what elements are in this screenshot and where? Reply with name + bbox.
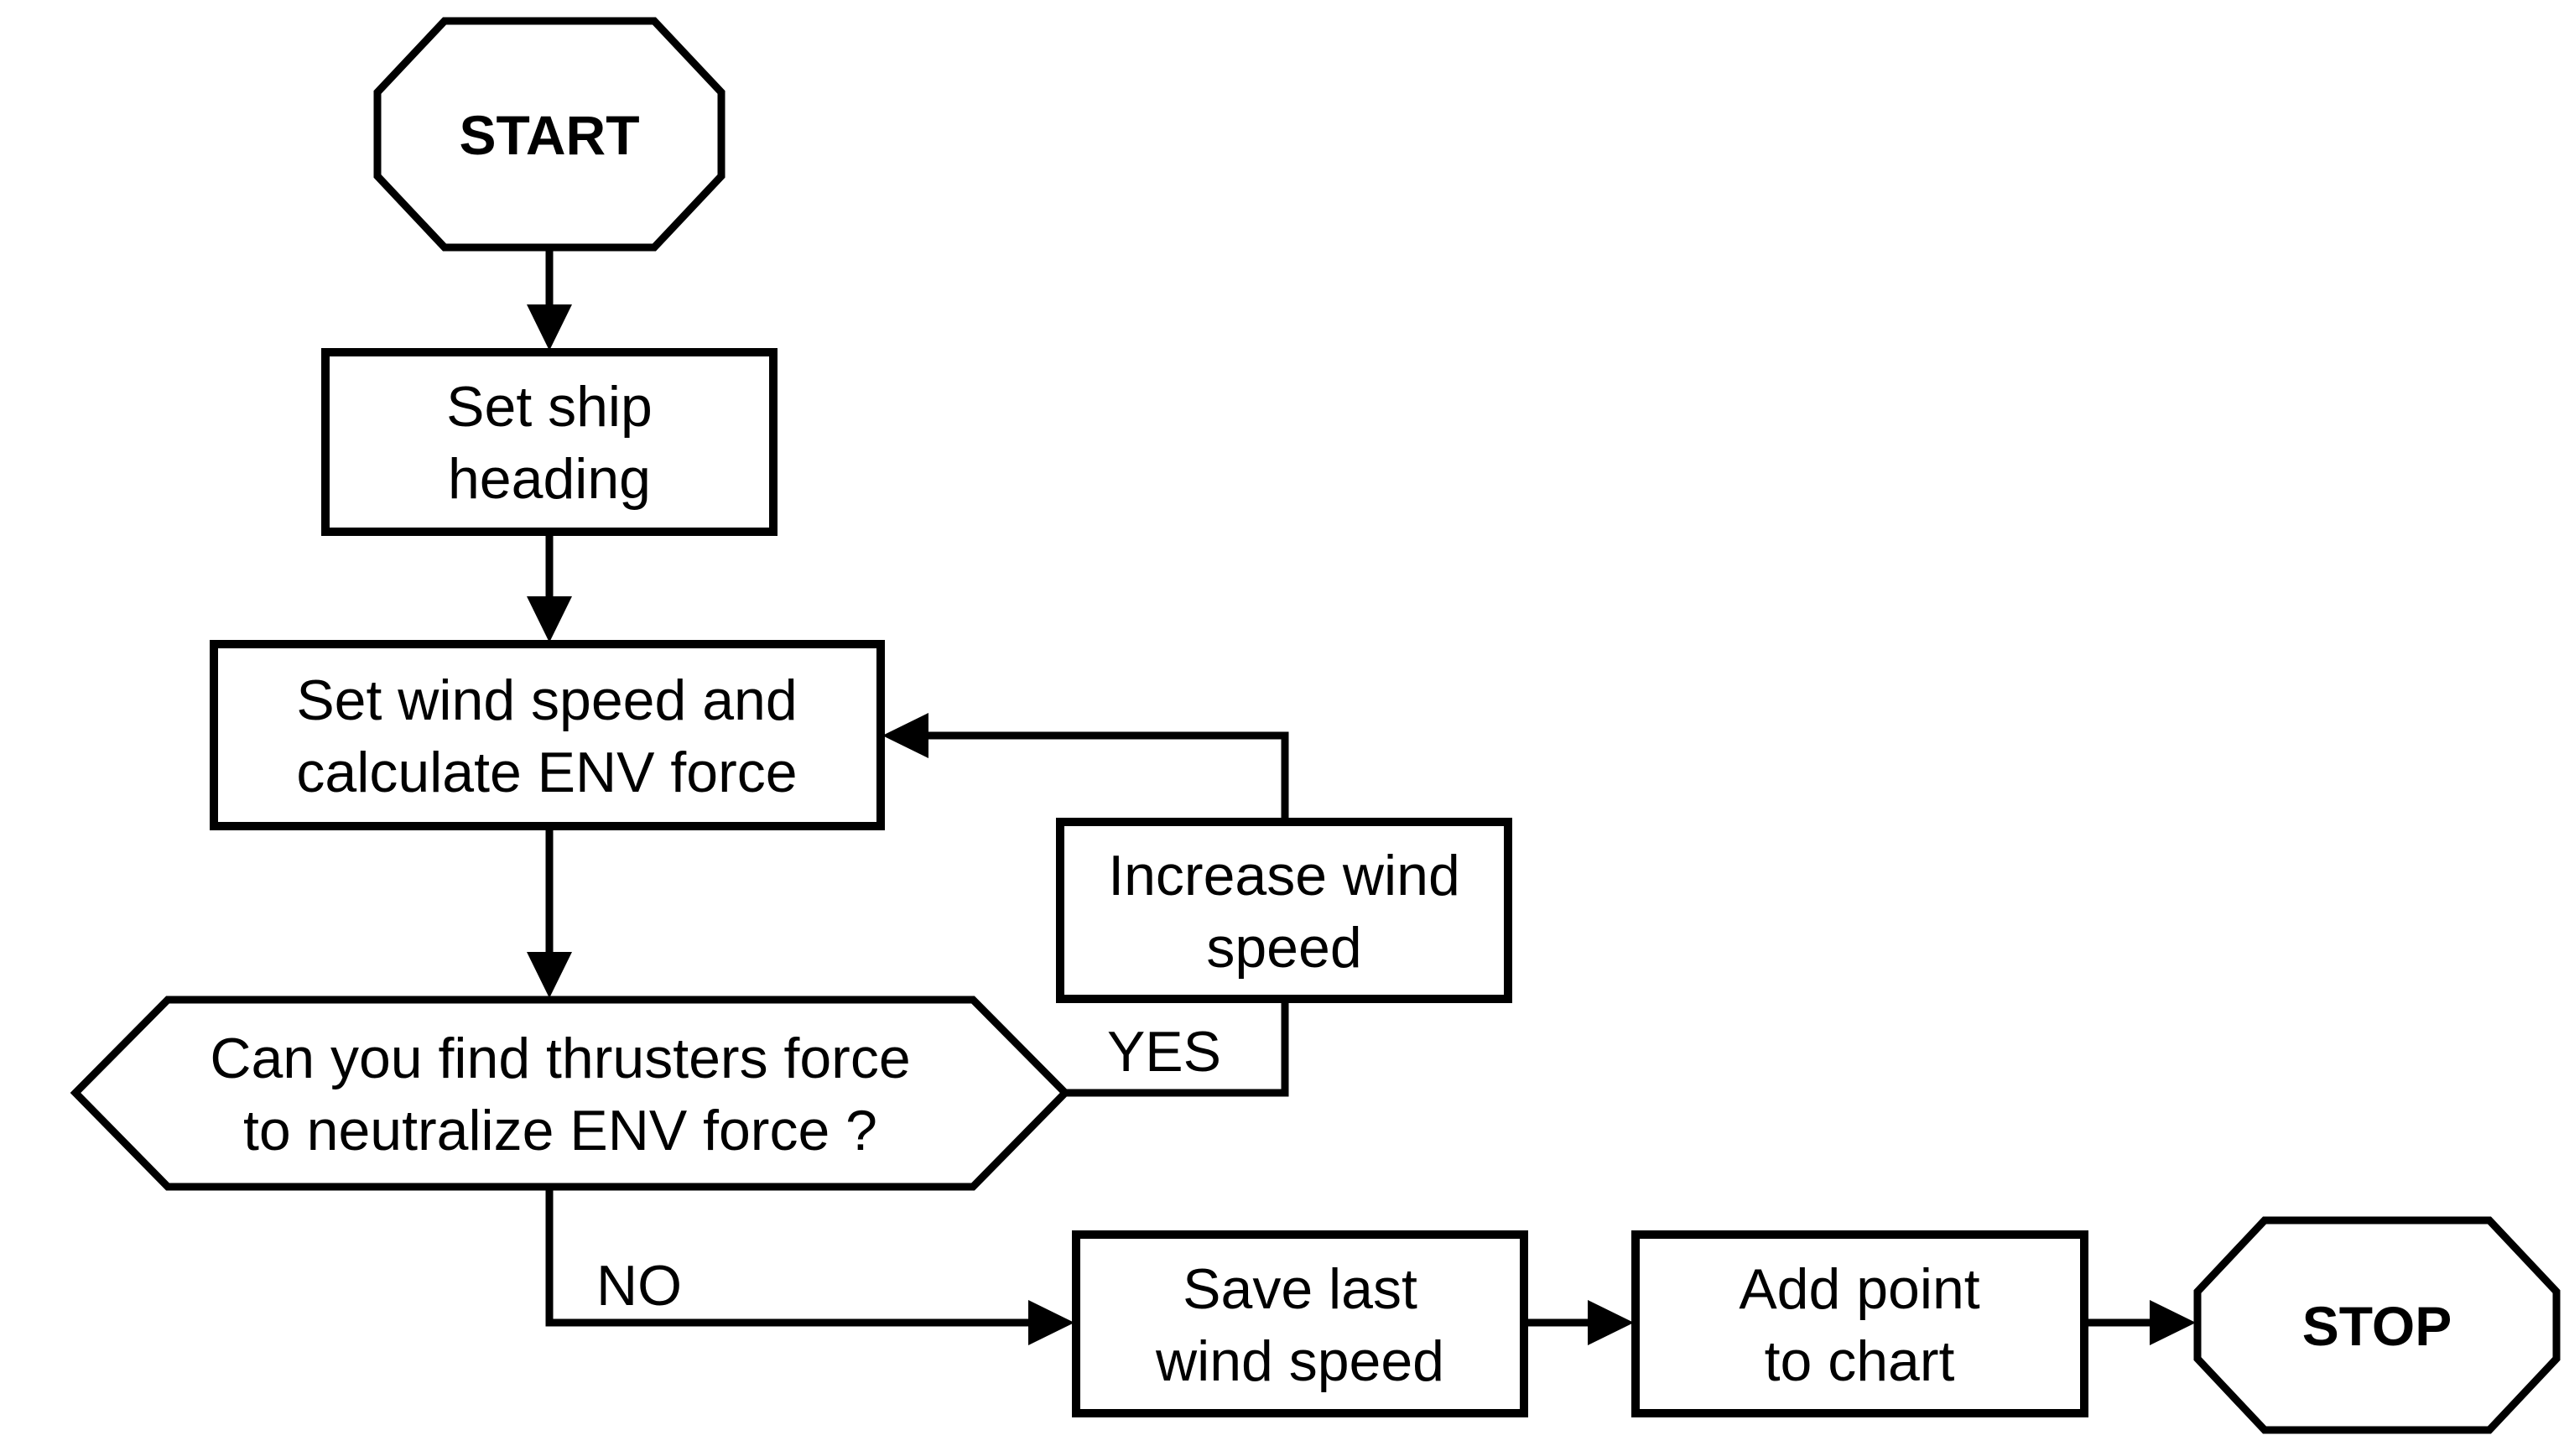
edge-set-heading-to-set-wind bbox=[527, 528, 572, 642]
save-last-wind-speed-line2: wind speed bbox=[1155, 1329, 1444, 1393]
arrowhead-left-icon bbox=[882, 713, 928, 758]
arrowhead-right-icon bbox=[1028, 1300, 1074, 1345]
decision-line1: Can you find thrusters force bbox=[210, 1027, 910, 1090]
no-branch-label: NO bbox=[596, 1254, 682, 1318]
edge-start-to-set-heading bbox=[527, 244, 572, 351]
save-last-wind-speed-line1: Save last bbox=[1183, 1257, 1417, 1321]
set-ship-heading-box bbox=[321, 348, 778, 536]
save-last-wind-speed-box bbox=[1072, 1230, 1528, 1417]
edge-set-wind-to-decision bbox=[527, 823, 572, 998]
set-ship-heading-line1: Set ship bbox=[446, 375, 653, 439]
decision-hexagon bbox=[70, 996, 1071, 1191]
start-terminator-octagon bbox=[373, 17, 726, 252]
arrowhead-down-icon bbox=[527, 596, 572, 642]
set-wind-speed-box bbox=[210, 640, 885, 830]
arrowhead-down-icon bbox=[527, 952, 572, 998]
set-wind-speed-line1: Set wind speed and bbox=[296, 668, 797, 732]
arrowhead-right-icon bbox=[2150, 1300, 2196, 1345]
increase-wind-speed-line1: Increase wind bbox=[1108, 844, 1460, 907]
stop-terminator-octagon bbox=[2193, 1216, 2561, 1434]
add-point-to-chart-line1: Add point bbox=[1739, 1257, 1979, 1321]
edge-add-to-stop bbox=[2084, 1300, 2196, 1345]
arrowhead-right-icon bbox=[1588, 1300, 1634, 1345]
edge-save-to-add bbox=[1524, 1300, 1634, 1345]
edge-no-branch bbox=[545, 1183, 1074, 1345]
decision-line2: to neutralize ENV force ? bbox=[243, 1099, 877, 1162]
increase-wind-speed-box bbox=[1056, 818, 1512, 1003]
set-wind-speed-line2: calculate ENV force bbox=[296, 741, 797, 804]
set-ship-heading-line2: heading bbox=[448, 447, 651, 511]
edge-line bbox=[545, 1183, 1030, 1327]
stop-label: STOP bbox=[2302, 1295, 2452, 1357]
start-label: START bbox=[459, 104, 639, 166]
add-point-to-chart-box bbox=[1631, 1230, 2088, 1417]
arrowhead-down-icon bbox=[527, 304, 572, 351]
increase-wind-speed-line2: speed bbox=[1206, 916, 1361, 980]
add-point-to-chart-line2: to chart bbox=[1765, 1329, 1955, 1393]
yes-branch-label: YES bbox=[1107, 1020, 1221, 1084]
